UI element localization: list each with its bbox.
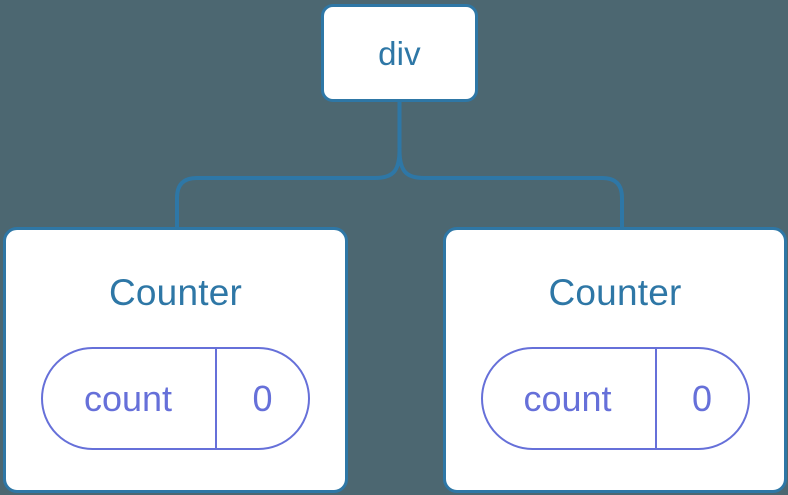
node-counter-left[interactable]: Counter count 0 [3,227,348,493]
edge-div-to-counter-right [397,148,624,230]
node-counter-right-label: Counter [548,272,682,313]
state-value-left: 0 [252,377,273,419]
state-key-right: count [483,349,657,448]
node-div[interactable]: div [321,4,478,102]
state-value-right: 0 [691,377,713,419]
node-counter-left-label: Counter [108,272,243,313]
edge-div-to-counter-left [175,148,402,230]
node-div-label: div [378,34,421,72]
state-key-left: count [43,349,217,448]
state-pill-right[interactable]: count 0 [480,347,750,450]
node-counter-right[interactable]: Counter count 0 [443,227,787,493]
state-pill-left[interactable]: count 0 [41,347,310,450]
